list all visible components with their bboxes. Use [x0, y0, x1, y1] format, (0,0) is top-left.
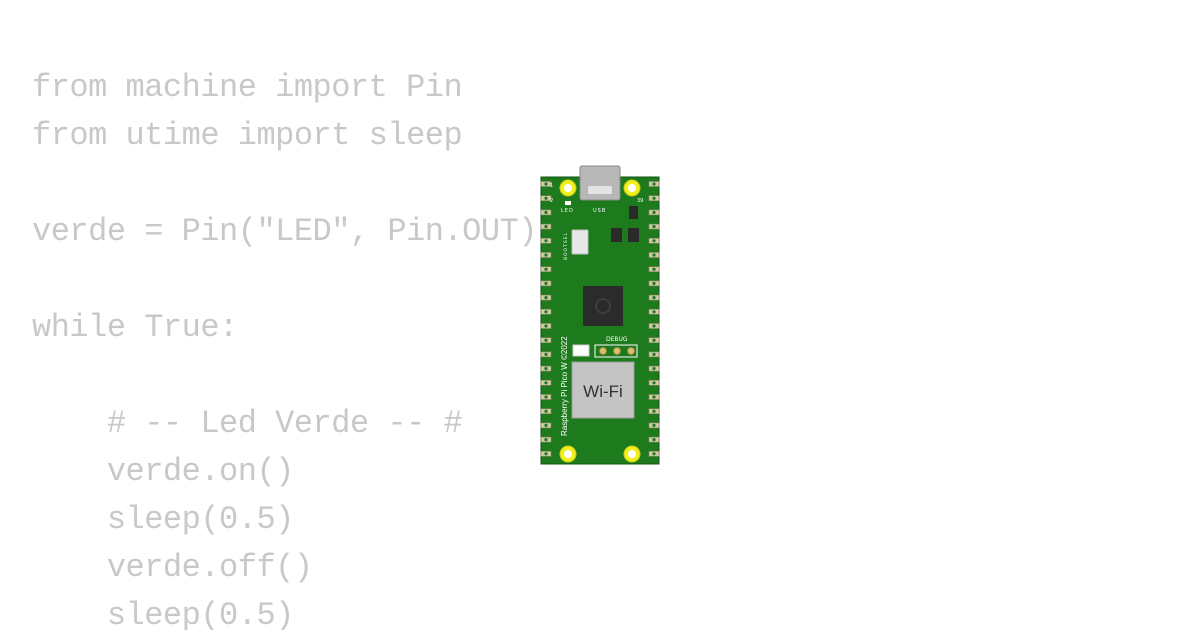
usb-label: USB: [593, 208, 606, 214]
header-pin-hole: [652, 438, 656, 442]
bootsel-label: BOOTSEL: [563, 232, 569, 260]
rp2040-chip: [583, 286, 623, 326]
code-line: [32, 160, 537, 208]
header-pin-hole: [544, 367, 548, 371]
header-pin-hole: [652, 267, 656, 271]
header-pin-hole: [652, 423, 656, 427]
code-listing: from machine import Pin from utime import…: [32, 64, 537, 630]
pico-w-board[interactable]: 1 2 39 LED USB BOOTSEL DEBUG Wi-Fi Raspb…: [537, 164, 665, 468]
header-pin-hole: [544, 438, 548, 442]
code-line: from machine import Pin: [32, 69, 463, 106]
header-pin-hole: [544, 452, 548, 456]
smd-component: [572, 344, 590, 357]
header-pin-hole: [652, 281, 656, 285]
code-line: sleep(0.5): [32, 501, 295, 538]
header-pin-hole: [652, 395, 656, 399]
code-line: from utime import sleep: [32, 117, 463, 154]
code-line: while True:: [32, 309, 238, 346]
header-pin-hole: [544, 182, 548, 186]
onboard-led: [565, 201, 571, 205]
header-pin-hole: [652, 182, 656, 186]
header-pin-hole: [544, 409, 548, 413]
header-pin-hole: [652, 367, 656, 371]
header-pin-hole: [544, 338, 548, 342]
header-pin-hole: [652, 338, 656, 342]
header-pin-hole: [652, 225, 656, 229]
code-line: [32, 256, 537, 304]
header-pin-hole: [544, 225, 548, 229]
wifi-label: Wi-Fi: [583, 382, 623, 401]
header-pin-hole: [652, 352, 656, 356]
mount-hole-center: [628, 450, 636, 458]
code-line: sleep(0.5): [32, 597, 295, 630]
header-pin-hole: [544, 352, 548, 356]
header-pin-hole: [544, 395, 548, 399]
header-pin-hole: [652, 239, 656, 243]
header-pin-hole: [544, 267, 548, 271]
header-pin-hole: [544, 381, 548, 385]
code-line: [32, 352, 537, 400]
usb-port-opening: [588, 186, 612, 194]
header-pin-hole: [544, 296, 548, 300]
header-pin-hole: [652, 196, 656, 200]
raspberry-logo-icon: [595, 298, 611, 314]
mount-hole-center: [564, 450, 572, 458]
pico-w-board-graphic: 1 2 39 LED USB BOOTSEL DEBUG Wi-Fi Raspb…: [540, 165, 660, 465]
pin-number-label: 2: [550, 198, 553, 204]
wifi-module: [571, 361, 635, 419]
header-pin-hole: [652, 210, 656, 214]
header-pin-hole: [652, 381, 656, 385]
led-label: LED: [561, 208, 574, 214]
right-pin-header: [648, 181, 660, 457]
bootsel-button: [571, 229, 589, 255]
header-pin-hole: [544, 281, 548, 285]
header-pin-hole: [544, 210, 548, 214]
header-pin-hole: [544, 310, 548, 314]
header-pin-hole: [652, 253, 656, 257]
header-pin-hole: [652, 409, 656, 413]
smd-component: [629, 206, 638, 219]
mount-hole-center: [564, 184, 572, 192]
left-pin-header: [540, 181, 552, 457]
smd-component: [628, 228, 639, 242]
header-pin-hole: [544, 324, 548, 328]
debug-label: DEBUG: [606, 336, 628, 343]
board-silkscreen-text: Raspberry Pi Pico W ©2022: [560, 336, 569, 436]
smd-component: [611, 228, 622, 242]
header-pin-hole: [652, 452, 656, 456]
debug-header: [594, 344, 638, 358]
header-pin-hole: [652, 310, 656, 314]
debug-pin: [627, 347, 635, 355]
code-line: verde.on(): [32, 453, 295, 490]
usb-connector: [579, 165, 621, 201]
header-pin-hole: [652, 296, 656, 300]
debug-pin: [599, 347, 607, 355]
header-pin-hole: [544, 239, 548, 243]
code-line: verde = Pin("LED", Pin.OUT): [32, 213, 537, 250]
pin-number-label: 1: [550, 183, 553, 189]
header-pin-hole: [652, 324, 656, 328]
pin-number-label: 39: [637, 198, 643, 204]
code-line: verde.off(): [32, 549, 313, 586]
header-pin-hole: [544, 196, 548, 200]
code-line: # -- Led Verde -- #: [32, 405, 463, 442]
header-pin-hole: [544, 423, 548, 427]
header-pin-hole: [544, 253, 548, 257]
mount-hole-center: [628, 184, 636, 192]
debug-pin: [613, 347, 621, 355]
